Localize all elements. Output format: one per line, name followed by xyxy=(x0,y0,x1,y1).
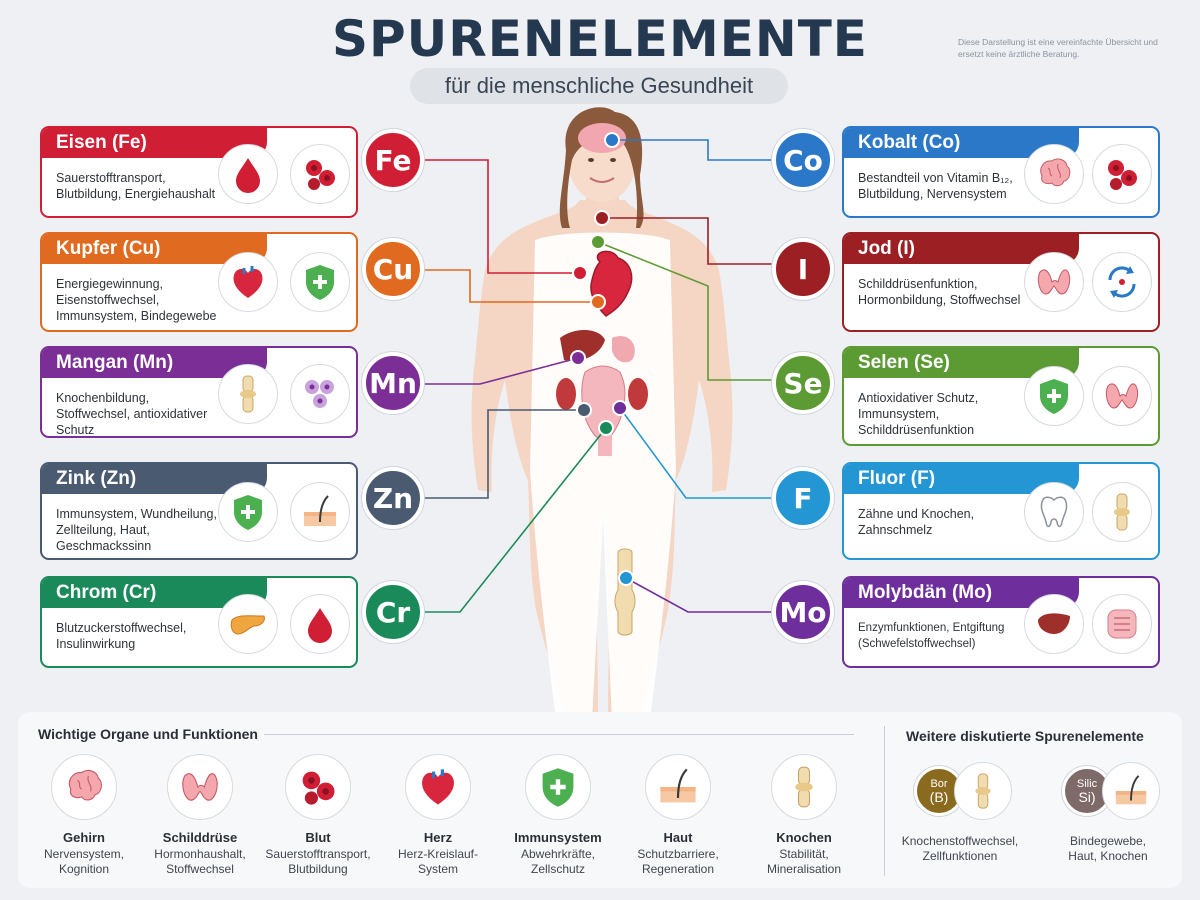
organ-haut: Haut Schutzbarriere, Regeneration xyxy=(618,754,738,877)
heart-icon xyxy=(218,252,278,312)
cells-icon xyxy=(290,364,350,424)
further-element-bor: Bor(B) Knochenstoffwechsel, Zellfunktion… xyxy=(900,760,1020,864)
element-card-selen: Selen (Se) Antioxidativer Schutz, Immuns… xyxy=(842,346,1160,446)
further-element-desc: Knochenstoffwechsel, Zellfunktionen xyxy=(901,834,1019,863)
element-card-mangan: Mangan (Mn) Knochenbildung, Stoffwechsel… xyxy=(40,346,358,438)
skin-icon xyxy=(290,482,350,542)
element-badge-i: I xyxy=(772,238,834,300)
element-card-fluor: Fluor (F) Zähne und Knochen, Zahnschmelz xyxy=(842,462,1160,560)
shield-icon xyxy=(218,482,278,542)
badge-label: Bor xyxy=(930,778,948,790)
organ-name: Herz xyxy=(423,830,453,845)
element-card-desc: Bestandteil von Vitamin B₁₂, Blutbildung… xyxy=(858,171,1013,201)
organ-knochen: Knochen Stabilität, Mineralisation xyxy=(744,754,864,877)
element-card-desc: Immunsystem, Wundheilung, Zellteilung, H… xyxy=(56,507,217,553)
tooth-icon xyxy=(1024,482,1084,542)
blood-drop-icon xyxy=(290,594,350,654)
blood-cells-icon xyxy=(290,144,350,204)
badge-label: Silic xyxy=(1076,778,1098,790)
organ-desc: Nervensystem, Kognition xyxy=(43,847,125,876)
section-divider xyxy=(264,734,854,735)
element-badge-mo: Mo xyxy=(772,581,834,643)
further-section-title: Weitere diskutierte Spurenelemente xyxy=(906,728,1144,744)
element-badge-zn: Zn xyxy=(362,467,424,529)
element-card-chrom: Chrom (Cr) Blutzuckerstoffwechsel, Insul… xyxy=(40,576,358,668)
organ-gehirn: Gehirn Nervensystem, Kognition xyxy=(24,754,144,877)
element-card-desc: Zähne und Knochen, Zahnschmelz xyxy=(858,507,975,537)
vertical-divider xyxy=(884,726,885,876)
element-badge-co: Co xyxy=(772,129,834,191)
organ-desc: Stabilität, Mineralisation xyxy=(766,847,842,876)
organ-immunsystem: Immunsystem Abwehrkräfte, Zellschutz xyxy=(498,754,618,877)
human-body-illustration xyxy=(471,200,733,750)
skin-icon xyxy=(1102,762,1160,820)
organ-desc: Hormonhaushalt, Stoffwechsel xyxy=(154,847,246,876)
element-card-desc: Enzymfunktionen, Entgiftung (Schwefelsto… xyxy=(858,622,1005,650)
element-card-desc: Antioxidativer Schutz, Immunsystem, Schi… xyxy=(858,391,979,437)
organ-desc: Sauerstofftransport, Blutbildung xyxy=(265,847,371,876)
thyroid-icon xyxy=(1024,252,1084,312)
organ-name: Knochen xyxy=(776,830,832,845)
disclaimer-note: Diese Darstellung ist eine vereinfachte … xyxy=(958,37,1158,59)
blood-cells-icon xyxy=(285,754,351,820)
element-card-eisen: Eisen (Fe) Sauerstofftransport, Blutbild… xyxy=(40,126,358,218)
element-badge-f: F xyxy=(772,467,834,529)
element-badge-fe: Fe xyxy=(362,129,424,191)
bone-joint-icon xyxy=(771,754,837,820)
thyroid-icon xyxy=(167,754,233,820)
element-card-kobalt: Kobalt (Co) Bestandteil von Vitamin B₁₂,… xyxy=(842,126,1160,218)
intestine-icon xyxy=(1092,594,1152,654)
element-card-desc: Schilddrüsenfunktion, Hormonbildung, Sto… xyxy=(858,277,1021,307)
element-card-desc: Blutzuckerstoffwechsel, Insulinwirkung xyxy=(56,621,187,651)
brain-icon xyxy=(51,754,117,820)
organ-name: Schilddrüse xyxy=(162,830,238,845)
liver-icon xyxy=(1024,594,1084,654)
organ-blut: Blut Sauerstofftransport, Blutbildung xyxy=(258,754,378,877)
element-card-kupfer: Kupfer (Cu) Energiegewinnung, Eisenstoff… xyxy=(40,232,358,332)
element-badge-mn: Mn xyxy=(362,352,424,414)
blood-cells-icon xyxy=(1092,144,1152,204)
cycle-icon xyxy=(1092,252,1152,312)
badge-symbol: (B) xyxy=(929,789,949,805)
bone-joint-icon xyxy=(1092,482,1152,542)
further-element-desc: Bindegewebe, Haut, Knochen xyxy=(1068,834,1148,863)
organ-desc: Schutzbarriere, Regeneration xyxy=(637,847,719,876)
shield-icon xyxy=(1024,366,1084,426)
element-card-zink: Zink (Zn) Immunsystem, Wundheilung, Zell… xyxy=(40,462,358,560)
page-title: SPURENELEMENTE xyxy=(332,10,868,68)
bottom-panel: Wichtige Organe und Funktionen Gehirn Ne… xyxy=(18,712,1182,888)
element-badge-cr: Cr xyxy=(362,581,424,643)
element-card-molybdaen: Molybdän (Mo) Enzymfunktionen, Entgiftun… xyxy=(842,576,1160,668)
page-subtitle: für die menschliche Gesundheit xyxy=(410,68,788,104)
organ-desc: Abwehrkräfte, Zellschutz xyxy=(520,847,596,876)
brain-icon xyxy=(1024,144,1084,204)
organ-schilddruese: Schilddrüse Hormonhaushalt, Stoffwechsel xyxy=(140,754,260,877)
badge-symbol: Si) xyxy=(1078,789,1096,805)
organ-name: Haut xyxy=(663,830,693,845)
organ-herz: Herz Herz-Kreislauf-System xyxy=(378,754,498,877)
organ-name: Gehirn xyxy=(63,830,105,845)
pancreas-icon xyxy=(218,594,278,654)
element-card-desc: Sauerstofftransport, Blutbildung, Energi… xyxy=(56,171,216,201)
bone-joint-icon xyxy=(218,364,278,424)
shield-icon xyxy=(290,252,350,312)
element-card-desc: Energiegewinnung, Eisenstoffwechsel, Imm… xyxy=(56,277,217,323)
element-badge-cu: Cu xyxy=(362,238,424,300)
organ-name: Immunsystem xyxy=(514,830,602,845)
skin-icon xyxy=(645,754,711,820)
heart-icon xyxy=(405,754,471,820)
element-card-jod: Jod (I) Schilddrüsenfunktion, Hormonbild… xyxy=(842,232,1160,332)
shield-icon xyxy=(525,754,591,820)
thyroid-icon xyxy=(1092,366,1152,426)
organs-section-title: Wichtige Organe und Funktionen xyxy=(38,726,258,742)
organ-desc: Herz-Kreislauf-System xyxy=(398,847,479,876)
bone-joint-icon xyxy=(954,762,1012,820)
element-card-title: Kobalt (Co) xyxy=(844,128,1079,158)
element-badge-se: Se xyxy=(772,352,834,414)
blood-drop-icon xyxy=(218,144,278,204)
organ-name: Blut xyxy=(305,830,331,845)
element-card-desc: Knochenbildung, Stoffwechsel, antioxidat… xyxy=(56,391,208,437)
